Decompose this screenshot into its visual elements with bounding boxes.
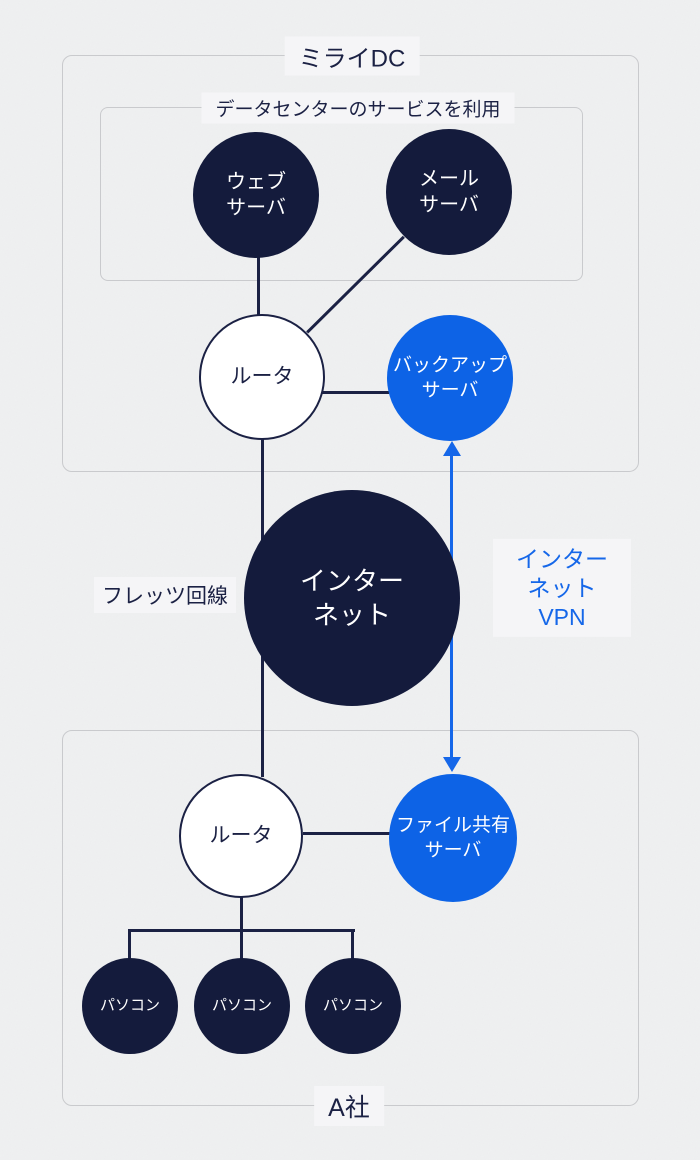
vpn-arrow-down-icon xyxy=(442,757,461,772)
pc-node-3: パソコン xyxy=(305,958,401,1054)
file-share-server-node: ファイル共有 サーバ xyxy=(389,774,517,902)
bus-to-pc3-link xyxy=(351,929,354,959)
internet-node: インター ネット xyxy=(244,490,460,706)
bus-to-pc1-link xyxy=(128,929,131,959)
flets-line-label: フレッツ回線 xyxy=(94,577,236,613)
company-a-title: A社 xyxy=(314,1086,384,1126)
datacenter-services-title: データセンターのサービスを利用 xyxy=(201,92,515,124)
vpn-arrow-up-icon xyxy=(442,441,461,456)
router-to-backup-link xyxy=(322,391,389,394)
router-to-fileserver-link xyxy=(303,832,390,835)
router-to-bus-link xyxy=(240,896,243,931)
company-router-node: ルータ xyxy=(179,774,303,898)
bus-to-pc2-link xyxy=(240,929,243,959)
backup-server-node: バックアップ サーバ xyxy=(387,315,513,441)
web-server-node: ウェブ サーバ xyxy=(193,132,319,258)
dc-router-node: ルータ xyxy=(199,314,325,440)
mail-server-node: メール サーバ xyxy=(386,129,512,255)
web-to-router-link xyxy=(257,257,260,317)
internet-vpn-label: インターネット VPN xyxy=(493,538,631,638)
pc-node-1: パソコン xyxy=(82,958,178,1054)
datacenter-title: ミライDC xyxy=(284,36,420,76)
pc-node-2: パソコン xyxy=(194,958,290,1054)
